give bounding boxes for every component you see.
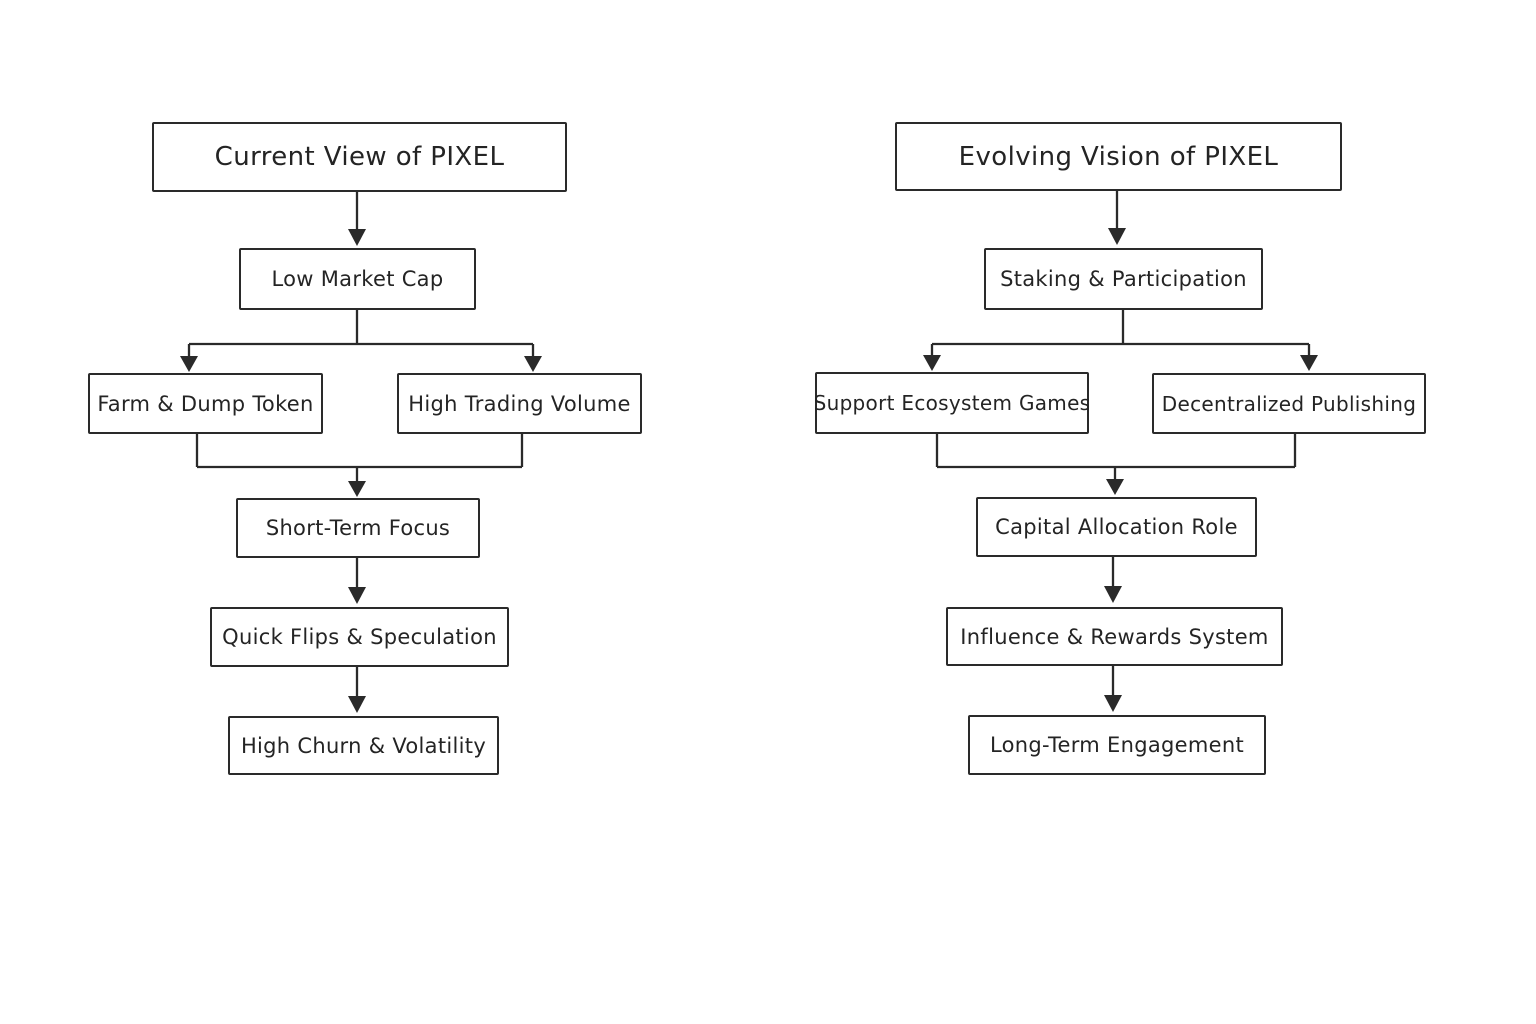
edge-evolving-vision-to-staking [1108,191,1126,245]
edge-merge-to-capital-allocation [935,434,1297,495]
node-high-churn-volatility: High Churn & Volatility [228,716,499,775]
edge-low-market-cap-split [180,310,542,372]
node-current-view-title: Current View of PIXEL [152,122,567,192]
node-influence-rewards-system: Influence & Rewards System [946,607,1283,666]
edge-merge-to-short-term-focus [195,434,524,497]
node-high-trading-volume: High Trading Volume [397,373,642,434]
edge-short-term-to-quick-flips [348,558,366,604]
node-quick-flips-speculation: Quick Flips & Speculation [210,607,509,667]
edge-capital-to-influence [1104,557,1122,603]
node-farm-dump-token: Farm & Dump Token [88,373,323,434]
node-decentralized-publishing: Decentralized Publishing [1152,373,1426,434]
node-capital-allocation-role: Capital Allocation Role [976,497,1257,557]
node-short-term-focus: Short-Term Focus [236,498,480,558]
node-staking-participation: Staking & Participation [984,248,1263,310]
node-support-ecosystem-games: Support Ecosystem Games [814,372,1090,434]
node-long-term-engagement: Long-Term Engagement [968,715,1266,775]
node-low-market-cap: Low Market Cap [239,248,476,310]
edge-quick-flips-to-high-churn [348,667,366,713]
edge-staking-split [923,310,1318,371]
node-evolving-vision-title: Evolving Vision of PIXEL [895,122,1342,191]
edge-current-view-to-low-market-cap [348,192,366,246]
edge-influence-to-long-term [1104,666,1122,712]
